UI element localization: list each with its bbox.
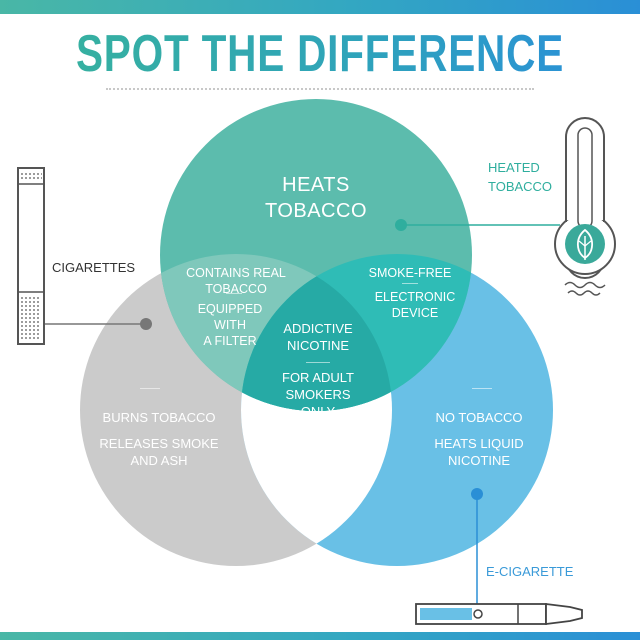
e-cigarette-icon bbox=[415, 602, 583, 626]
heated-connector-dot bbox=[395, 219, 407, 231]
center-label-1: ADDICTIVE NICOTINE bbox=[283, 321, 353, 353]
cig-only-label-1: BURNS TOBACCO bbox=[102, 410, 216, 425]
e-cigarette-label: E-CIGARETTE bbox=[486, 564, 574, 579]
center-overlap bbox=[241, 254, 392, 411]
cig-heated-label-2: EQUIPPED WITH A FILTER bbox=[197, 302, 263, 348]
cigarette-connector-dot bbox=[140, 318, 152, 330]
cig-region-divider bbox=[140, 388, 160, 389]
title-divider bbox=[106, 88, 534, 90]
heated-ecig-divider bbox=[402, 283, 418, 284]
top-accent-bar bbox=[0, 0, 640, 14]
ecig-connector-dot bbox=[471, 488, 483, 500]
cig-heated-label-1: CONTAINS REAL TOBACCO bbox=[186, 266, 286, 296]
heated-ecig-label-1: SMOKE-FREE bbox=[368, 266, 452, 280]
heated-ecig-label-2: ELECTRONIC DEVICE bbox=[374, 290, 456, 320]
ecig-region-divider bbox=[472, 388, 492, 389]
heated-only-label: HEATS TOBACCO bbox=[264, 174, 368, 222]
cigarettes-label: CIGARETTES bbox=[52, 260, 136, 275]
center-label-2: FOR ADULT SMOKERS ONLY bbox=[282, 370, 354, 419]
bottom-accent-bar bbox=[0, 632, 640, 640]
ecig-only-label-1: NO TOBACCO bbox=[435, 410, 523, 425]
ecig-only-label-2: HEATS LIQUID NICOTINE bbox=[434, 436, 524, 468]
cig-only-label-2: RELEASES SMOKE AND ASH bbox=[99, 436, 219, 468]
thermometer-leaf-icon bbox=[554, 117, 616, 296]
heated-tobacco-label: HEATED TOBACCO bbox=[488, 160, 553, 194]
center-region-divider bbox=[306, 362, 330, 363]
page-title: SPOT THE DIFFERENCE bbox=[70, 24, 569, 84]
cigarette-icon bbox=[17, 167, 45, 345]
cig-heated-divider bbox=[226, 293, 242, 294]
